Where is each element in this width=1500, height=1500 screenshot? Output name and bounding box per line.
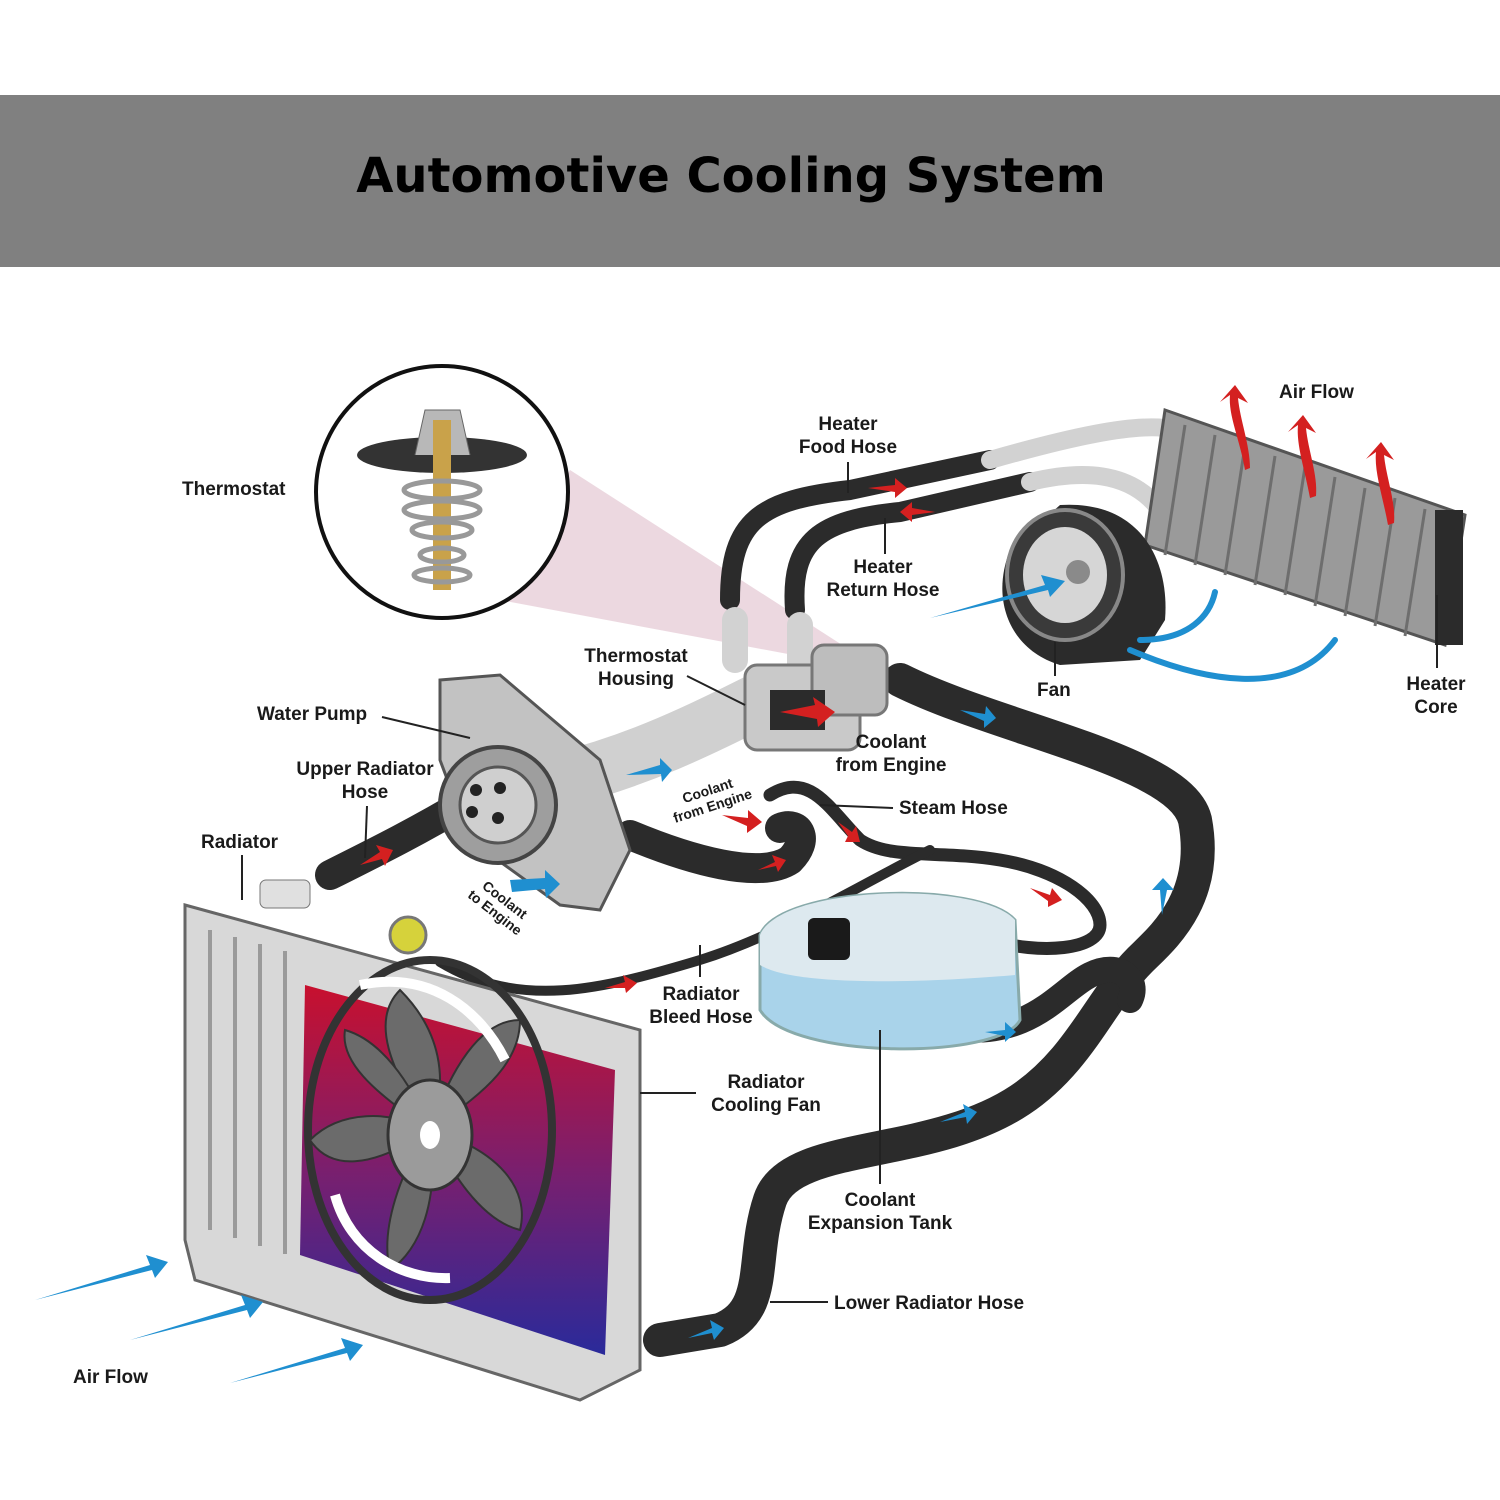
label-air-flow-bottom: Air Flow [73,1367,148,1388]
blower-fan-icon [1002,504,1166,665]
label-thermostat: Thermostat [182,479,286,500]
flow-arrows [35,385,1395,1383]
label-line: Core [1414,697,1458,718]
hot-flow-arrow [1030,888,1062,907]
cold-flow-arrow [960,706,996,728]
label-coolant-from-engine: Coolant from Engine [821,731,961,777]
title-banner [0,95,1500,267]
label-line: Radiator [727,1072,805,1093]
heater-air-arrow [1127,637,1338,682]
hot-flow-arrow [722,810,762,833]
label-line: Heater [1406,674,1466,695]
hot-flow-arrow [838,822,860,842]
label-water-pump: Water Pump [257,704,368,725]
hot-flow-arrow [868,478,907,498]
label-radiator-cooling-fan: Radiator Cooling Fan [697,1071,835,1117]
cold-flow-arrow [510,870,560,898]
label-heater-core: Heater Core [1393,673,1479,719]
thermostat-icon [314,364,570,620]
label-line: Heater [818,414,878,435]
label-thermostat-housing: Thermostat Housing [572,645,700,691]
air-flow-arrow [230,1338,363,1383]
label-line: Expansion Tank [807,1213,953,1234]
heater-pipes [722,418,1184,678]
label-lower-radiator-hose: Lower Radiator Hose [834,1293,1025,1314]
label-line: Hose [341,782,389,803]
hot-air-arrow [1366,442,1395,525]
hot-air-arrow [1220,385,1250,470]
label-radiator-bleed-hose: Radiator Bleed Hose [636,983,766,1029]
steam-hose [763,780,1107,955]
expansion-tank-icon [758,891,1022,1051]
heater-air-arrow [1137,589,1218,643]
heater-return-hose [784,472,1040,620]
heater-food-hose [720,450,1000,610]
label-coolant-expansion-tank: Coolant Expansion Tank [793,1189,967,1235]
label-steam-hose: Steam Hose [899,798,1008,819]
air-flow-arrow [130,1295,263,1340]
label-air-flow-top: Air Flow [1279,382,1354,403]
cold-flow-arrow [940,1104,977,1124]
label-line: Upper Radiator [296,759,434,780]
label-line: Coolant [844,1190,916,1211]
label-fan: Fan [1037,680,1071,701]
page-title: Automotive Cooling System [356,148,1106,204]
heater-core-icon [1143,407,1467,647]
hot-flow-arrow [360,845,393,866]
cold-flow-arrow [1152,878,1174,915]
fan-air-arrow [930,575,1065,618]
return-main-hose [643,663,1215,1357]
label-line: Coolant [855,732,927,753]
water-pump-icon [438,673,632,912]
label-line: from Engine [835,755,947,776]
hot-flow-arrow [780,697,835,727]
label-heater-food-hose: Heater Food Hose [784,413,912,459]
air-flow-arrow [35,1255,168,1300]
cooling-fan-icon [304,956,556,1304]
label-line: Return Hose [826,580,940,601]
cold-flow-arrow [688,1320,724,1340]
leader-lines [241,462,1438,1303]
label-upper-radiator-hose: Upper Radiator Hose [286,758,444,804]
magnifier-cone [500,470,850,660]
label-line: Cooling Fan [711,1095,821,1116]
hot-flow-arrow [605,975,637,993]
label-heater-return-hose: Heater Return Hose [815,556,951,602]
hot-flow-arrow [900,502,935,522]
label-line: Bleed Hose [649,1007,753,1028]
label-line: Thermostat [584,646,688,667]
label-line: Housing [598,669,674,690]
cold-flow-arrow [626,758,672,782]
label-line: Radiator [662,984,740,1005]
label-radiator: Radiator [201,832,279,853]
hot-flow-arrow [758,855,786,872]
cold-flow-arrow [985,1022,1016,1042]
label-line: Heater [853,557,913,578]
label-line: Food Hose [798,437,898,458]
hot-air-arrow [1288,415,1317,498]
